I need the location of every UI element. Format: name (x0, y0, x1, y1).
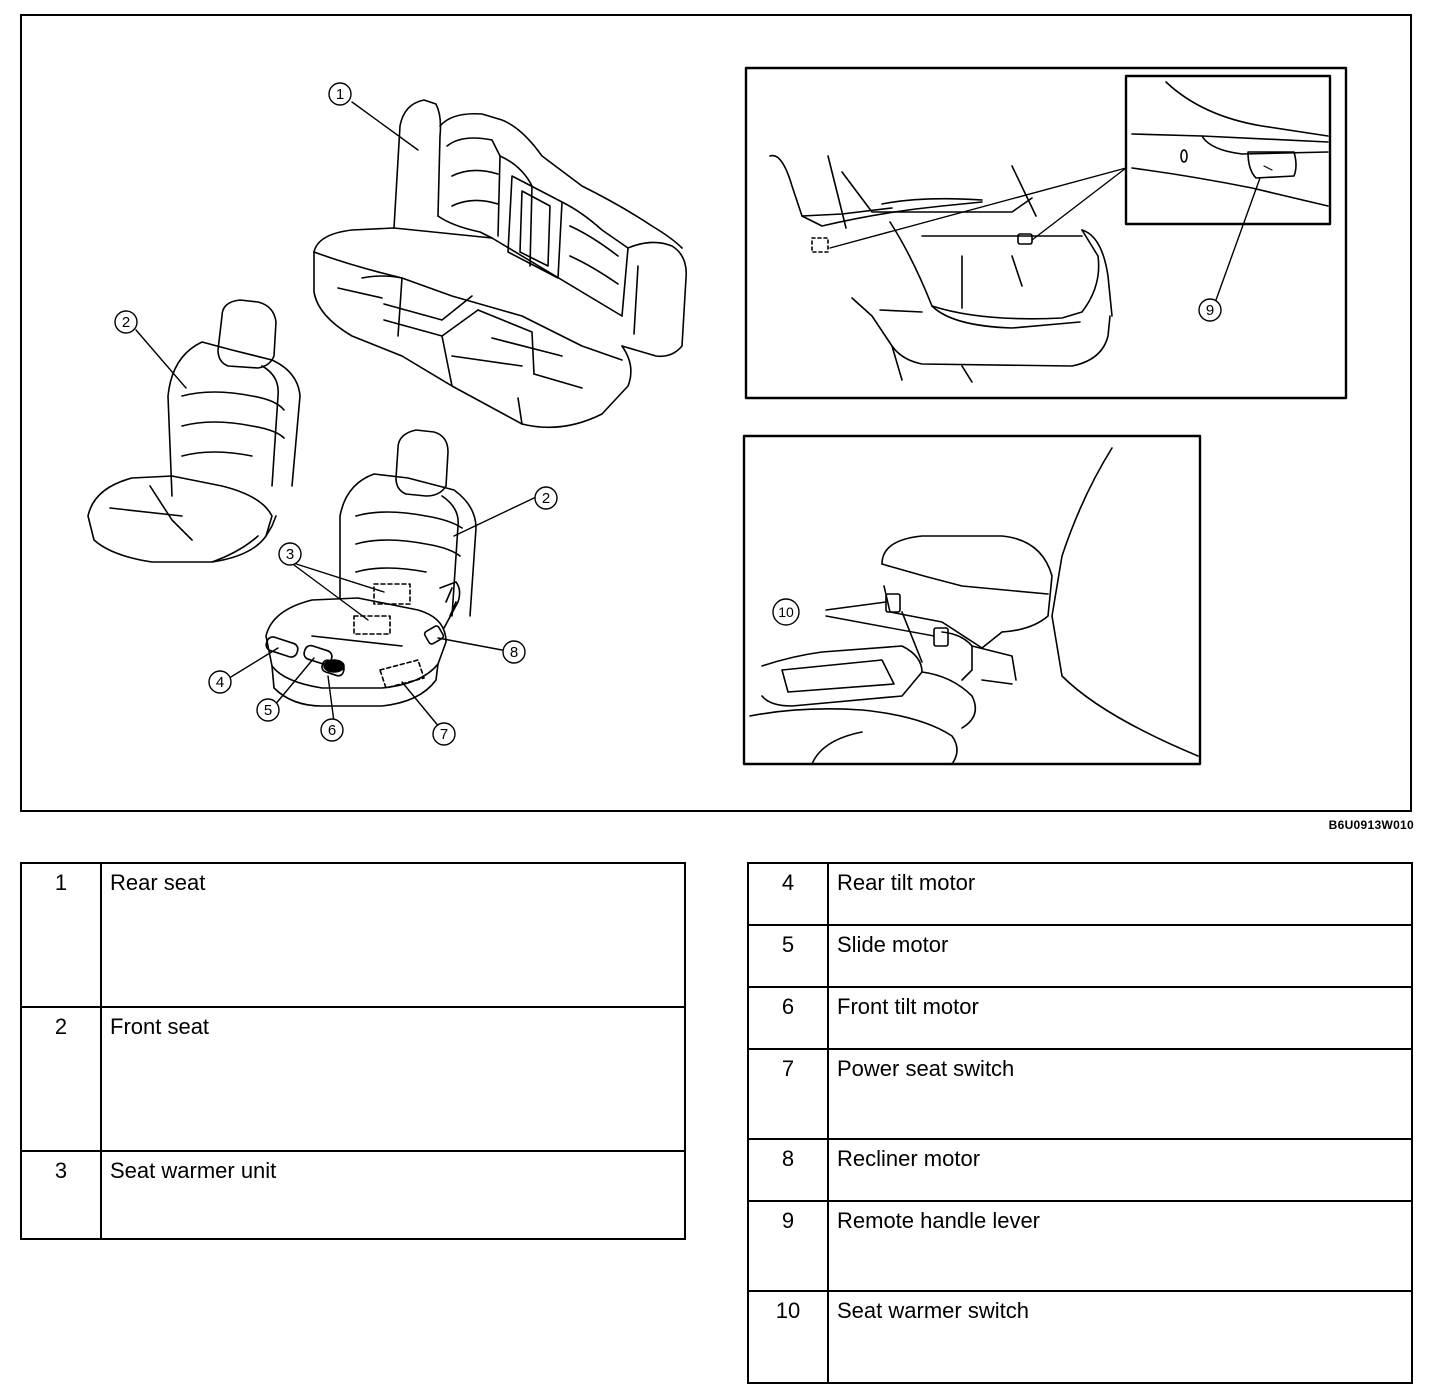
legend-table-left: 1 Rear seat 2 Front seat 3 Seat warmer u… (20, 862, 686, 1240)
legend-row: 3 Seat warmer unit (20, 1150, 686, 1240)
legend-number: 9 (747, 1200, 829, 1292)
console-inset-drawing (742, 434, 1202, 766)
callout-4-label: 4 (216, 674, 224, 691)
legend-row: 4 Rear tilt motor (747, 862, 1413, 926)
callout-9 (1198, 298, 1222, 322)
seat-diagram-drawing: 1 2 2 3 4 5 6 7 8 9 10 (87, 66, 1348, 766)
callout-9-label: 9 (1206, 302, 1214, 319)
legend-number: 3 (20, 1150, 102, 1240)
legend-row: 8 Recliner motor (747, 1138, 1413, 1202)
callout-4 (208, 670, 232, 694)
legend-number: 1 (20, 862, 102, 1008)
callout-7 (432, 722, 456, 746)
legend-row: 10 Seat warmer switch (747, 1290, 1413, 1384)
legend-row: 7 Power seat switch (747, 1048, 1413, 1140)
legend-table-right: 4 Rear tilt motor 5 Slide motor 6 Front … (747, 862, 1413, 1384)
legend-description: Rear seat (100, 862, 686, 1008)
callout-3 (278, 542, 302, 566)
legend-number: 8 (747, 1138, 829, 1202)
front-seat-right-drawing (265, 429, 477, 707)
seat-diagram-figure: 1 2 2 3 4 5 6 7 8 9 10 (20, 14, 1412, 812)
legend-row: 5 Slide motor (747, 924, 1413, 988)
legend-number: 2 (20, 1006, 102, 1152)
legend-description: Front tilt motor (827, 986, 1413, 1050)
callout-markers (114, 82, 1222, 746)
callout-1-label: 1 (336, 86, 344, 103)
trunk-inset-drawing (744, 66, 1348, 400)
front-seat-left-drawing (87, 299, 301, 563)
callout-2-left (114, 310, 138, 334)
legend-description: Remote handle lever (827, 1200, 1413, 1292)
callout-10-label: 10 (778, 604, 794, 620)
figure-code: B6U0913W010 (1328, 818, 1414, 832)
legend-description: Power seat switch (827, 1048, 1413, 1140)
legend-row: 9 Remote handle lever (747, 1200, 1413, 1292)
callout-7-label: 7 (440, 726, 448, 743)
legend-number: 10 (747, 1290, 829, 1384)
callout-leaders (135, 101, 535, 729)
legend-number: 5 (747, 924, 829, 988)
callout-1 (328, 82, 352, 106)
callout-8 (502, 640, 526, 664)
legend-row: 1 Rear seat (20, 862, 686, 1008)
callout-6 (320, 718, 344, 742)
legend-number: 4 (747, 862, 829, 926)
legend-description: Seat warmer unit (100, 1150, 686, 1240)
legend-description: Slide motor (827, 924, 1413, 988)
callout-10 (772, 598, 800, 626)
legend-description: Rear tilt motor (827, 862, 1413, 926)
legend-number: 7 (747, 1048, 829, 1140)
legend-number: 6 (747, 986, 829, 1050)
legend-description: Front seat (100, 1006, 686, 1152)
legend-row: 2 Front seat (20, 1006, 686, 1152)
legend-description: Recliner motor (827, 1138, 1413, 1202)
callout-6-label: 6 (328, 722, 336, 739)
callout-3-label: 3 (286, 546, 294, 563)
callout-5 (256, 698, 280, 722)
legend-row: 6 Front tilt motor (747, 986, 1413, 1050)
callout-5-label: 5 (264, 702, 272, 719)
callout-2-left-label: 2 (122, 314, 130, 331)
callout-2-right-label: 2 (542, 490, 550, 507)
rear-seat-drawing (313, 99, 688, 429)
callout-2-right (534, 486, 558, 510)
legend-description: Seat warmer switch (827, 1290, 1413, 1384)
callout-8-label: 8 (510, 644, 518, 661)
